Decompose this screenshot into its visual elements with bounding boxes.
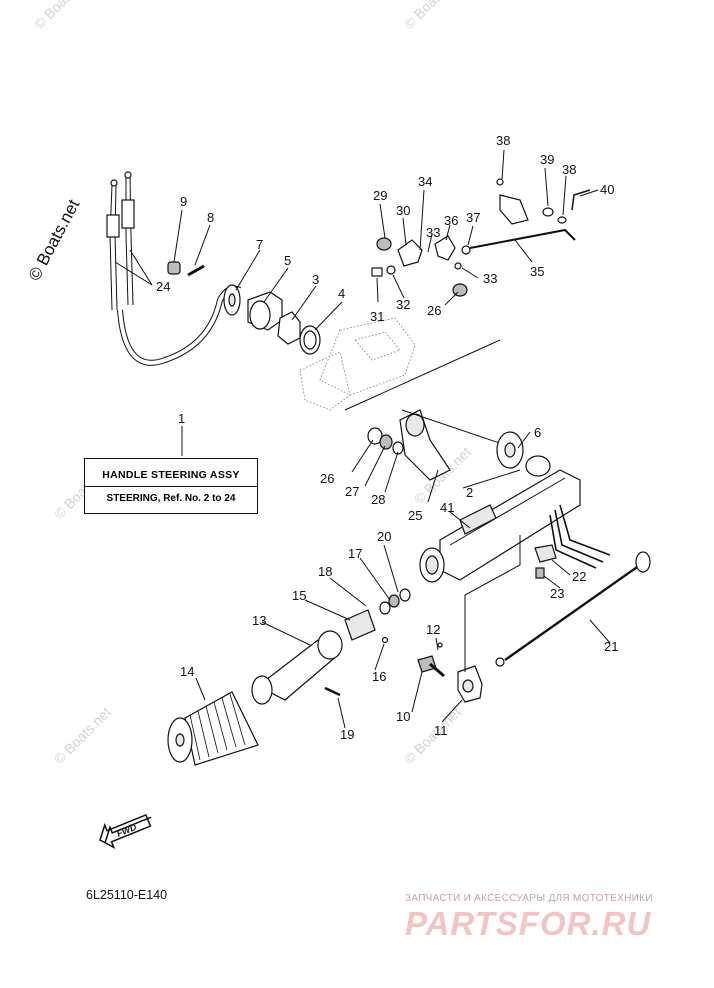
callout-22: 22 <box>572 569 586 584</box>
callout-27: 27 <box>345 484 359 499</box>
friction-assembly <box>167 261 321 355</box>
forward-arrow-icon: FWD <box>99 813 152 850</box>
watermark: © Boats.net <box>51 704 114 767</box>
callout-18: 18 <box>318 564 332 579</box>
mount-bracket-outline <box>299 317 416 411</box>
control-cable <box>495 551 651 667</box>
callout-30: 30 <box>396 203 410 218</box>
watermark: © Boats.net <box>31 0 94 32</box>
assembly-divider <box>85 486 257 487</box>
assembly-reference: STEERING, Ref. No. 2 to 24 <box>106 493 236 504</box>
callout-16: 16 <box>372 669 386 684</box>
shop-subtitle: ЗАПЧАСТИ И АКСЕССУАРЫ ДЛЯ МОТОТЕХНИКИ <box>405 893 653 904</box>
throttle-grip <box>167 588 411 766</box>
callout-9: 9 <box>180 194 187 209</box>
watermark: © Boats.net <box>25 196 84 284</box>
callout-1: 1 <box>178 411 185 426</box>
callout-25: 25 <box>408 508 422 523</box>
callout-34: 34 <box>418 174 432 189</box>
washer-plate <box>496 431 524 469</box>
callout-21: 21 <box>604 639 618 654</box>
callout-24: 24 <box>156 279 170 294</box>
callout-6: 6 <box>534 425 541 440</box>
watermark: © Boats.net <box>401 0 464 32</box>
shop-logo: PARTSFOR.RU <box>405 905 652 942</box>
callout-39: 39 <box>540 152 554 167</box>
assembly-title: HANDLE STEERING ASSY <box>102 469 240 481</box>
watermark-layer: © Boats.net © Boats.net © Boats.net © Bo… <box>25 0 474 767</box>
callout-37: 37 <box>466 210 480 225</box>
callout-35: 35 <box>530 264 544 279</box>
callout-28: 28 <box>371 492 385 507</box>
callout-14: 14 <box>180 664 194 679</box>
callout-19: 19 <box>340 727 354 742</box>
assembly-label-box: HANDLE STEERING ASSY STEERING, Ref. No. … <box>84 458 258 514</box>
callout-31: 31 <box>370 309 384 324</box>
callout-10: 10 <box>396 709 410 724</box>
callout-26a: 26 <box>427 303 441 318</box>
callout-8: 8 <box>207 210 214 225</box>
callout-41: 41 <box>440 500 454 515</box>
callout-2: 2 <box>466 485 473 500</box>
callout-12: 12 <box>426 622 440 637</box>
callout-38b: 38 <box>562 162 576 177</box>
callout-13: 13 <box>252 613 266 628</box>
callout-4: 4 <box>338 286 345 301</box>
upper-linkage <box>344 178 591 411</box>
leader-lines <box>114 149 611 729</box>
callout-38a: 38 <box>496 133 510 148</box>
callout-5: 5 <box>284 253 291 268</box>
callout-26b: 26 <box>320 471 334 486</box>
callout-33a: 33 <box>426 225 440 240</box>
callouts: 9 8 7 5 3 4 24 38 39 38 40 34 29 30 36 3… <box>156 133 618 742</box>
steering-handle <box>419 455 611 583</box>
callout-23: 23 <box>550 586 564 601</box>
callout-33b: 33 <box>483 271 497 286</box>
callout-29: 29 <box>373 188 387 203</box>
callout-40: 40 <box>600 182 614 197</box>
callout-15: 15 <box>292 588 306 603</box>
cable-clamp <box>534 544 557 579</box>
callout-17: 17 <box>348 546 362 561</box>
callout-7: 7 <box>256 237 263 252</box>
callout-32: 32 <box>396 297 410 312</box>
callout-36: 36 <box>444 213 458 228</box>
callout-11: 11 <box>434 723 448 738</box>
callout-20: 20 <box>377 529 391 544</box>
callout-3: 3 <box>312 272 319 287</box>
cable-joint <box>417 535 521 703</box>
diagram-code: 6L25110-E140 <box>86 888 168 902</box>
